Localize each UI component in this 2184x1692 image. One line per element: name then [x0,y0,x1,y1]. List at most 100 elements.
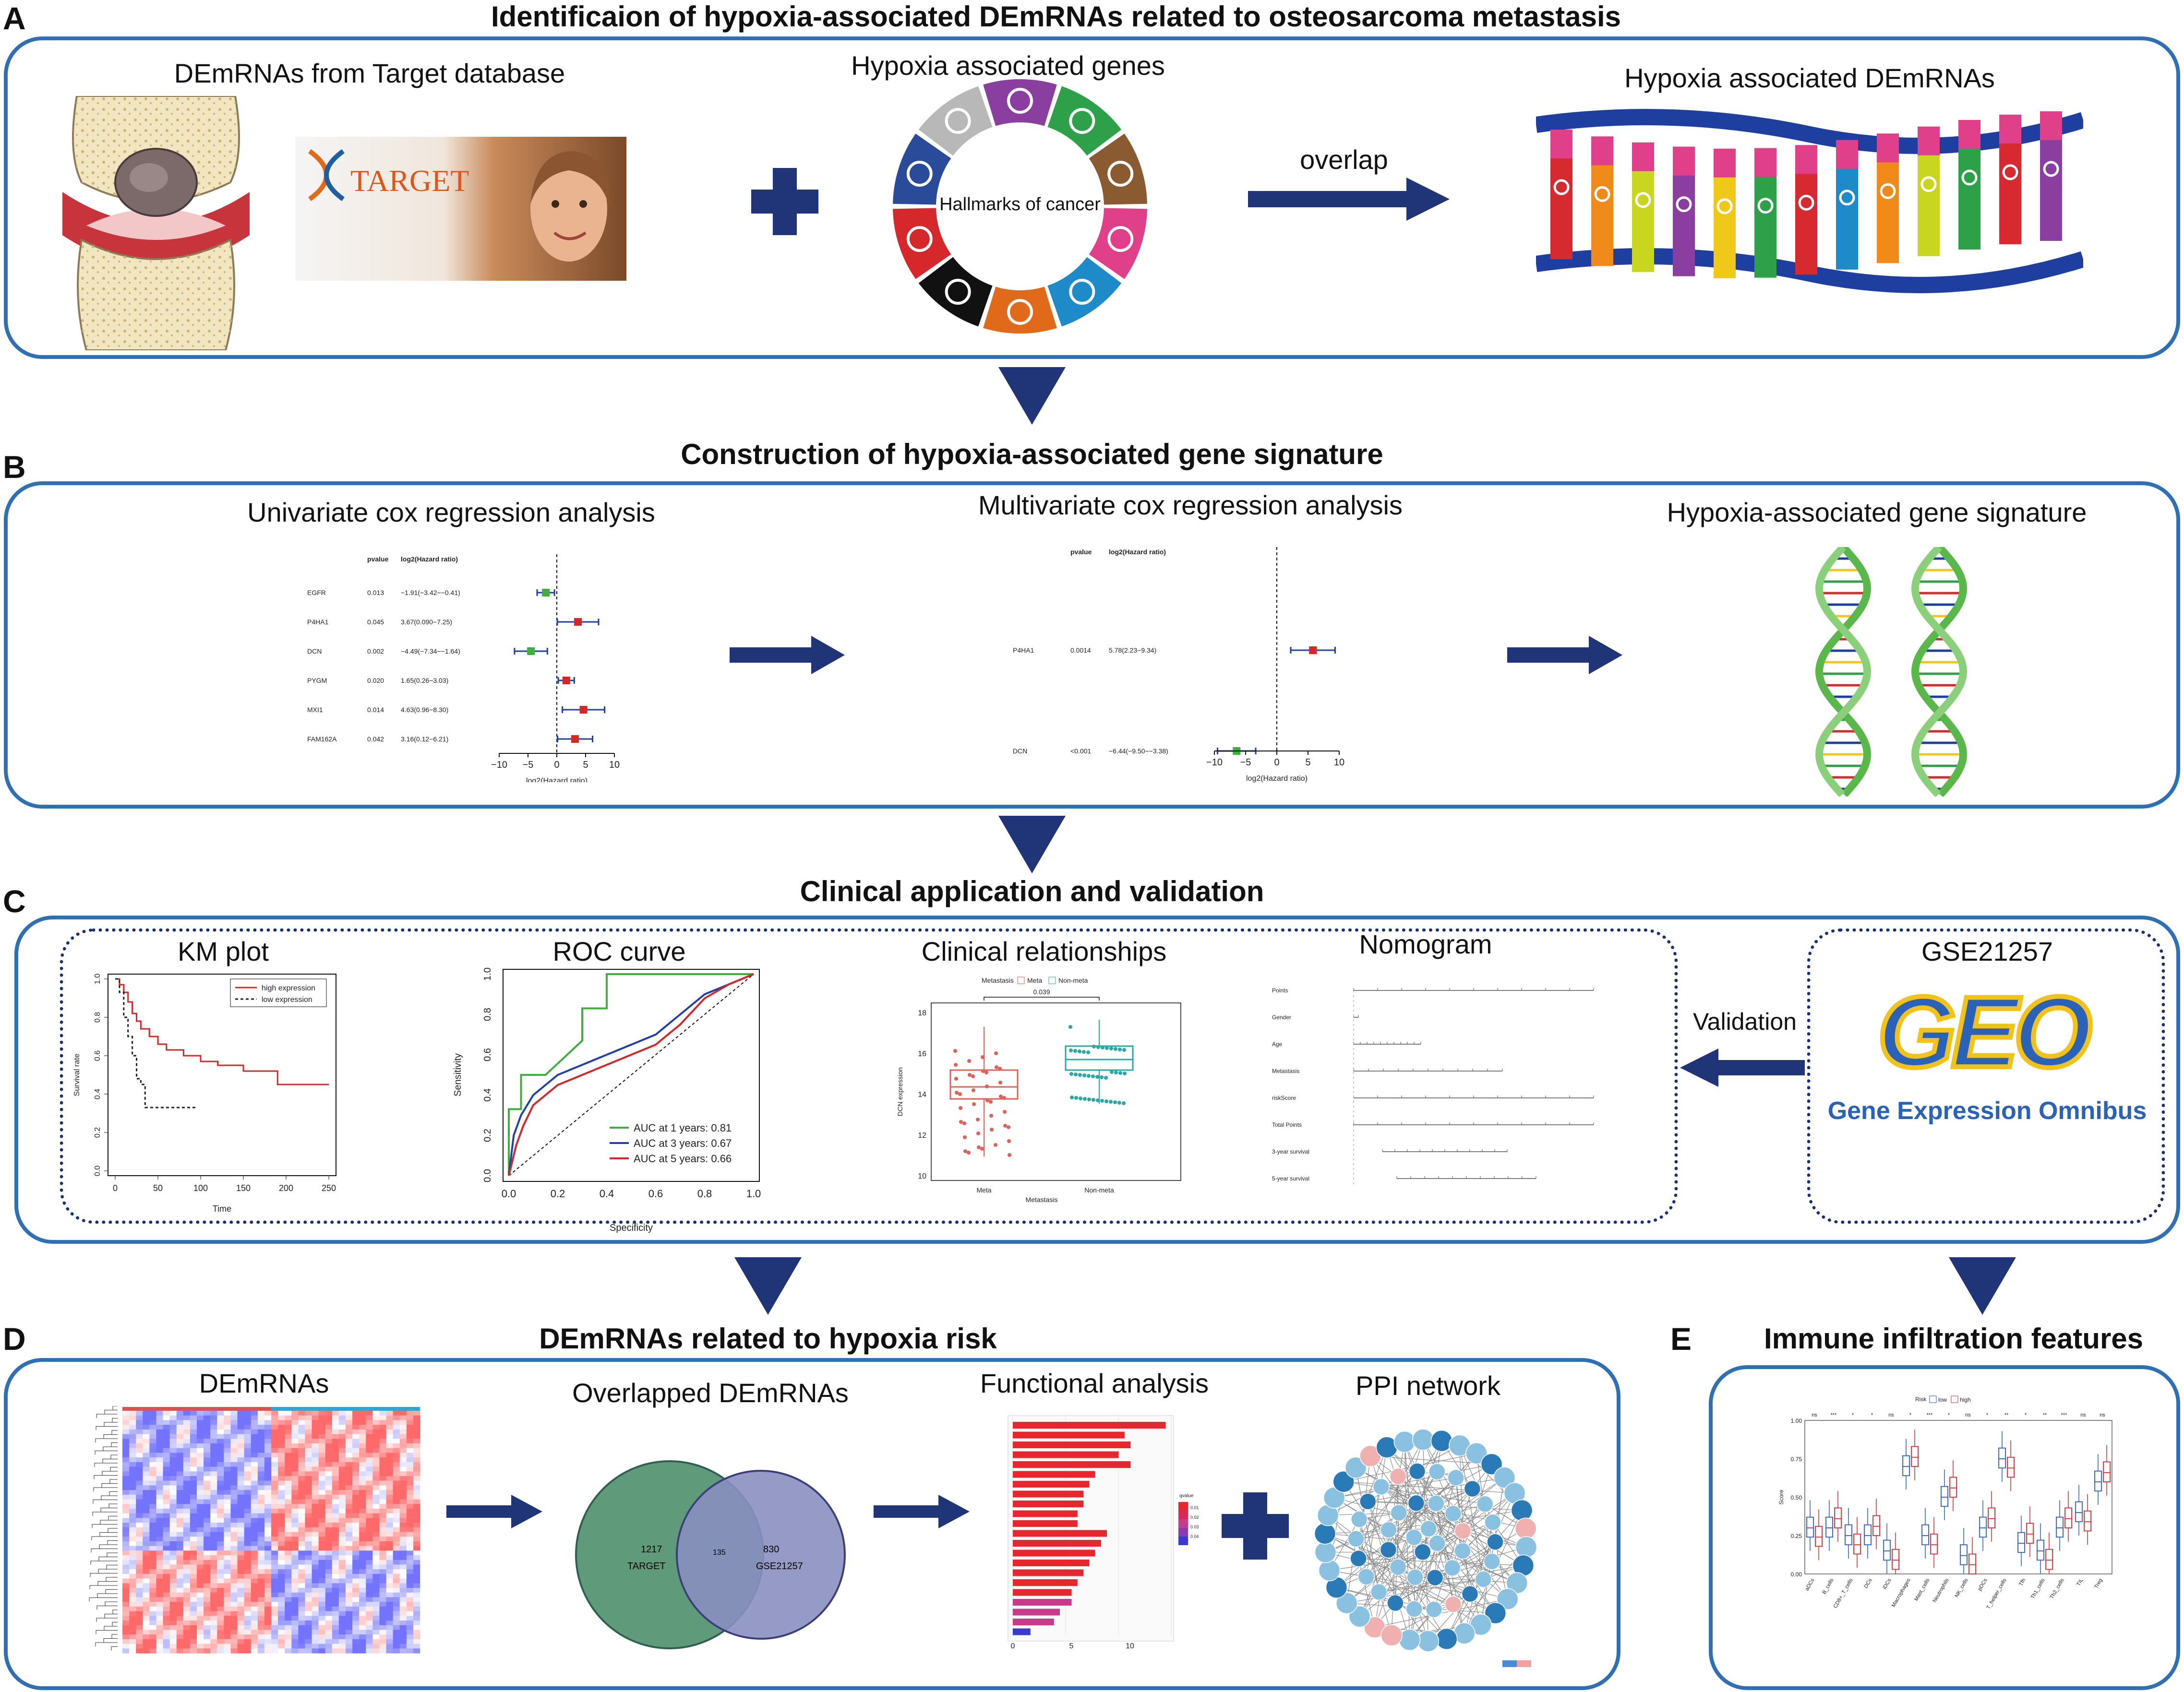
heatmap-cell [332,1471,339,1477]
venn-right-name: GSE21257 [756,1561,803,1572]
heatmap-cell [251,1518,258,1523]
heatmap-cell [197,1490,204,1495]
heatmap-dendrogram [99,1532,118,1537]
heatmap-cell [264,1453,272,1458]
heatmap-cell [413,1523,420,1528]
heatmap-cell [244,1625,252,1630]
heatmap-cell [278,1573,285,1579]
heatmap-cell [393,1625,400,1630]
heatmap-dendrogram [107,1540,118,1545]
heatmap-cell [156,1634,164,1640]
heatmap-cell [217,1546,224,1551]
heatmap-cell [325,1518,333,1523]
heatmap-cell [399,1518,407,1523]
heatmap-cell [278,1513,285,1518]
heatmap-cell [156,1532,164,1537]
heatmap-cell [163,1490,170,1495]
heatmap-cell [332,1560,339,1565]
heatmap-cell [285,1546,292,1551]
km-legend-box [230,978,327,1007]
heatmap-cell [183,1485,191,1490]
heatmap-cell [224,1508,231,1514]
heatmap-dendrogram [105,1589,118,1594]
heatmap-cell [305,1564,312,1570]
heatmap-cell [210,1471,217,1477]
clin-point [967,1151,971,1155]
ppi-edge [1428,1477,1505,1529]
heatmap-cell [352,1555,360,1561]
heatmap-cell [163,1462,170,1467]
heatmap-cell [244,1648,252,1654]
ppi-node [1484,1602,1507,1624]
heatmap-dendrogram [94,1475,118,1479]
heatmap-cell [169,1466,177,1472]
heatmap-cell [278,1648,285,1654]
clin-point [972,1088,975,1092]
heatmap-cell [352,1592,360,1597]
heatmap-cell [251,1532,258,1537]
heatmap-cell [217,1513,224,1518]
heatmap-cell [386,1616,394,1621]
heatmap-cell [251,1490,258,1495]
heatmap-cell [244,1592,252,1597]
clin-point [1110,1070,1114,1074]
heatmap-cell [197,1555,204,1561]
heatmap-cell [264,1490,272,1495]
km-xlabel: Time [213,1204,231,1214]
heatmap-cell [372,1443,380,1449]
heatmap-cell [237,1597,245,1602]
heatmap-cell [163,1453,170,1458]
ppi-node [1344,1456,1367,1479]
heatmap-cell [190,1592,197,1597]
clin-point [1087,1097,1091,1101]
heatmap-cell [210,1453,217,1458]
ladder-bond [1716,198,1733,214]
heatmap-cell [386,1485,394,1490]
helix-strand [1911,547,1968,797]
heatmap-cell [210,1588,217,1593]
heatmap-cell [156,1588,164,1593]
heatmap-cell [169,1476,177,1481]
heatmap-cell [264,1523,272,1528]
heatmap-cell [197,1485,204,1490]
heatmap-cell [163,1597,170,1602]
heatmap-cell [318,1411,326,1416]
heatmap-cell [163,1532,170,1537]
heatmap-cell [325,1523,333,1528]
roc-frame [503,969,760,1182]
heatmap-cell [305,1443,312,1449]
heatmap-cell [285,1508,292,1514]
heatmap-cell [251,1462,258,1467]
clin-point [1002,1096,1006,1100]
heatmap-cell [312,1439,319,1444]
heatmap-cell [406,1523,414,1528]
heatmap-cell [393,1569,400,1574]
heatmap-cell [176,1476,184,1481]
heatmap-cell [366,1573,373,1579]
heatmap-cell [224,1541,231,1547]
heatmap-cell [305,1411,312,1416]
heatmap-cell [183,1564,191,1570]
heatmap-cell [318,1630,326,1635]
heatmap-cell [210,1485,217,1490]
heatmap-cell [298,1513,305,1518]
heatmap-cell [143,1513,150,1518]
heatmap-cell [136,1546,143,1551]
heatmap-cell [149,1508,156,1514]
clin-point [954,1077,958,1081]
ppi-edge [1459,1445,1464,1531]
heatmap-cell [325,1606,333,1612]
heatmap-cell [366,1508,373,1514]
heatmap-cell [183,1625,191,1630]
heatmap-cell [291,1453,299,1458]
heatmap-cell [149,1466,156,1472]
heatmap-cell [379,1494,387,1500]
heatmap-cell [305,1555,312,1561]
heatmap-cell [156,1480,164,1486]
heatmap-cell [190,1504,197,1509]
heatmap-cell [244,1630,252,1635]
clin-point [1070,1096,1074,1099]
heatmap-cell [149,1644,156,1649]
heatmap-cell [129,1532,136,1537]
heatmap-dendrogram [102,1459,118,1463]
